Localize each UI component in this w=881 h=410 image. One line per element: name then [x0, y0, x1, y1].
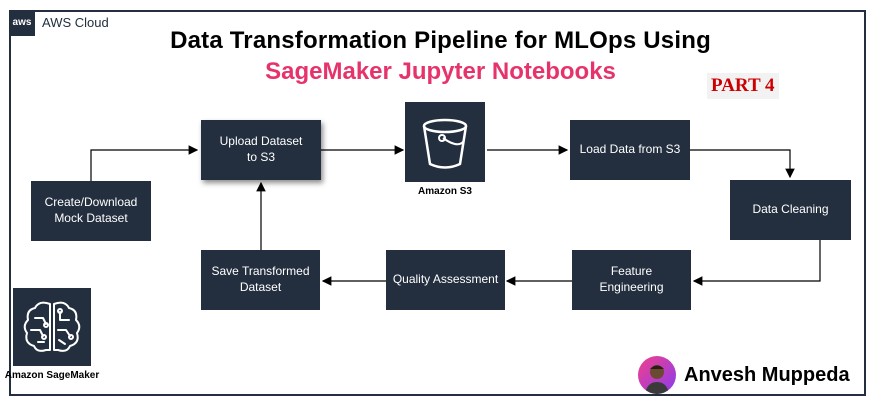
- sagemaker-brain-icon: [13, 288, 91, 366]
- author-avatar: [638, 356, 676, 394]
- node-data-cleaning: Data Cleaning: [730, 180, 851, 240]
- node-feature-engineering: Feature Engineering: [572, 250, 691, 310]
- node-feature-engineering-label: Feature Engineering: [599, 264, 664, 294]
- aws-cloud-label: AWS Cloud: [42, 15, 109, 30]
- node-quality-assessment: Quality Assessment: [386, 250, 505, 310]
- node-load-data-label: Load Data from S3: [579, 142, 681, 157]
- s3-bucket-icon: [405, 102, 485, 182]
- part-label: PART 4: [707, 73, 779, 99]
- node-upload-dataset: Upload Dataset to S3: [201, 120, 321, 180]
- node-create-dataset-label: Create/Download Mock Dataset: [44, 195, 138, 225]
- node-quality-assessment-label: Quality Assessment: [392, 272, 499, 287]
- node-data-cleaning-label: Data Cleaning: [752, 202, 829, 217]
- aws-cloud-frame: [9, 10, 866, 396]
- node-save-dataset-label: Save Transformed Dataset: [211, 264, 310, 294]
- aws-logo-icon: aws: [9, 10, 35, 36]
- node-save-dataset: Save Transformed Dataset: [201, 250, 320, 310]
- title-line-2: SageMaker Jupyter Notebooks: [265, 58, 616, 85]
- node-create-dataset: Create/Download Mock Dataset: [31, 181, 151, 241]
- author-name: Anvesh Muppeda: [684, 364, 850, 386]
- s3-label: Amazon S3: [418, 186, 472, 197]
- title-line-1: Data Transformation Pipeline for MLOps U…: [170, 27, 711, 54]
- sagemaker-label: Amazon SageMaker: [4, 370, 100, 381]
- node-load-data: Load Data from S3: [570, 120, 690, 180]
- node-upload-dataset-label: Upload Dataset to S3: [219, 134, 303, 164]
